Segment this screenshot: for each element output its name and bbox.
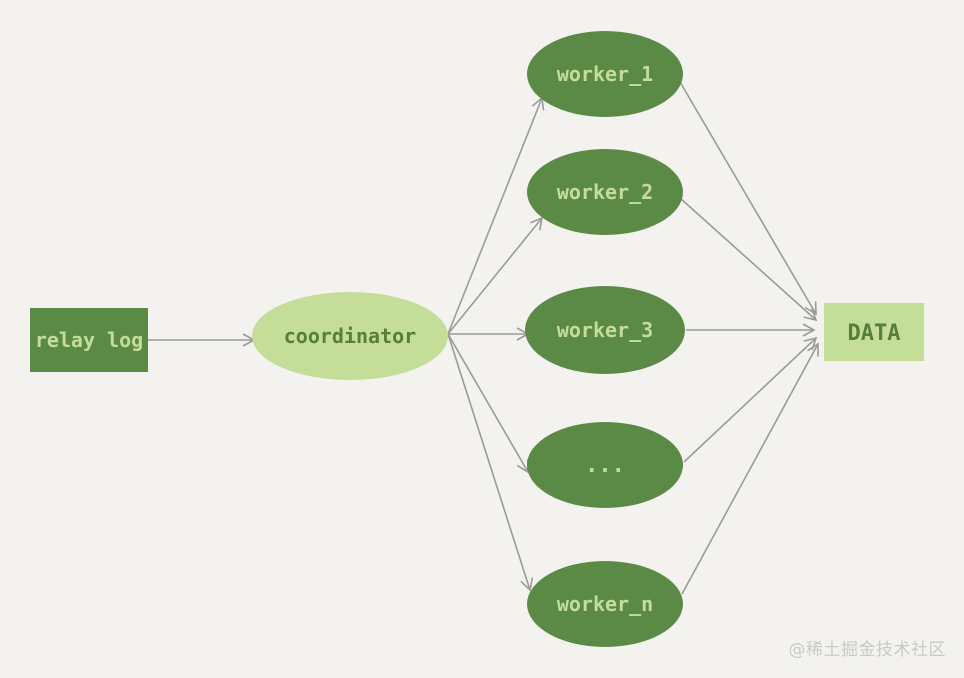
relay-log-label: relay log bbox=[35, 328, 143, 352]
edge-coordinator-to-worker-1 bbox=[447, 96, 545, 335]
worker-2-node: worker_2 bbox=[527, 149, 683, 235]
worker-1-label: worker_1 bbox=[557, 62, 653, 86]
watermark: @稀土掘金技术社区 bbox=[788, 640, 946, 660]
data-label: DATA bbox=[848, 321, 901, 346]
edge-worker-n-to-data bbox=[681, 342, 819, 595]
edge-worker-1-to-data bbox=[679, 81, 817, 316]
worker-1-node: worker_1 bbox=[527, 31, 683, 117]
worker-ellipsis-label: ... bbox=[585, 453, 625, 478]
edges bbox=[148, 81, 819, 595]
edge-coordinator-to-worker-ellipsis bbox=[447, 333, 529, 474]
coordinator-label: coordinator bbox=[284, 324, 416, 348]
worker-3-label: worker_3 bbox=[557, 318, 653, 342]
worker-n-label: worker_n bbox=[557, 592, 653, 616]
edge-worker-ellipsis-to-data bbox=[683, 336, 818, 463]
worker-n-node: worker_n bbox=[527, 561, 683, 647]
worker-3-node: worker_3 bbox=[525, 286, 685, 374]
worker-2-label: worker_2 bbox=[557, 180, 653, 204]
edge-worker-2-to-data bbox=[679, 197, 818, 322]
edge-coordinator-to-worker-2 bbox=[447, 216, 544, 335]
data-node: DATA bbox=[824, 303, 924, 361]
relay-log-node: relay log bbox=[30, 308, 148, 372]
worker-ellipsis-node: ... bbox=[527, 422, 683, 508]
edge-coordinator-to-worker-n bbox=[447, 333, 534, 592]
coordinator-node: coordinator bbox=[252, 292, 448, 380]
